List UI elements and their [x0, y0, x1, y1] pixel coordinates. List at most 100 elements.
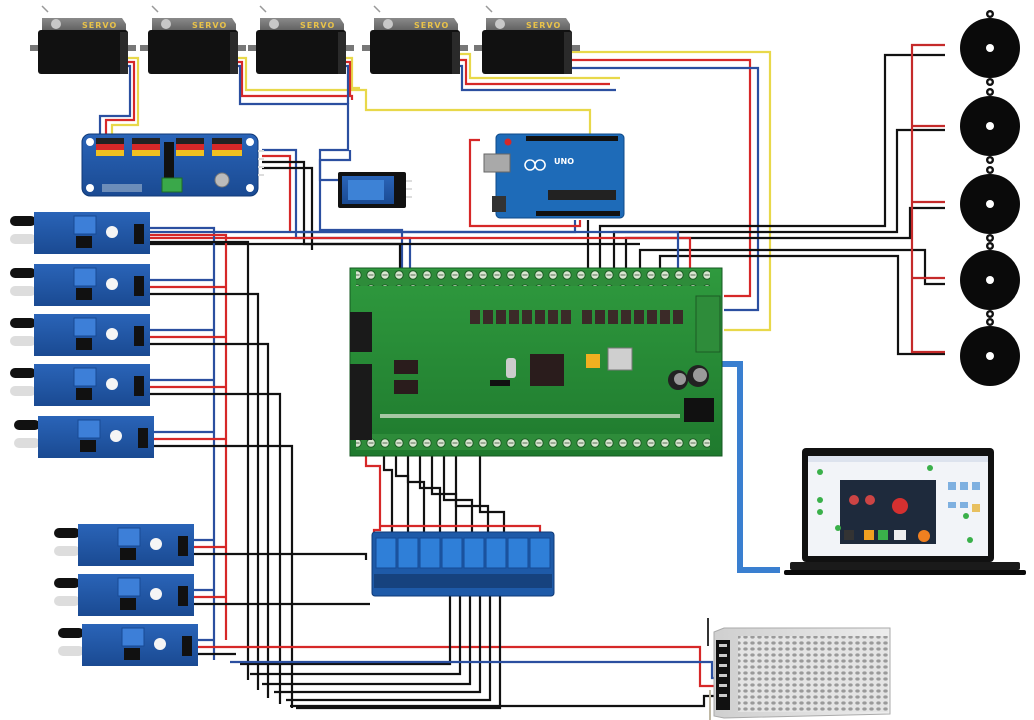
- ir-sensor-6[interactable]: [54, 524, 194, 566]
- ir-sensor-2[interactable]: [10, 264, 150, 306]
- yellow-jumper: [586, 354, 600, 368]
- ir-sensor-4[interactable]: [10, 364, 150, 406]
- ir-sensor-8[interactable]: [58, 624, 198, 666]
- servo-label: SERVO: [82, 21, 117, 30]
- wire-ir1-red: [146, 233, 228, 640]
- wire-servo4-power: [456, 58, 610, 86]
- servo-2[interactable]: SERVO: [140, 5, 246, 74]
- wire-relay-out-3: [262, 596, 472, 686]
- wire-ir6-black: [190, 552, 368, 560]
- wire-servo5-power: [568, 58, 752, 298]
- wire-servo5-ground: [568, 66, 760, 312]
- wire-buzzer-common-power: [910, 43, 945, 354]
- relay-blocks: [375, 537, 551, 569]
- wire-ctrl-buzzer-5: [658, 254, 945, 356]
- psu-vent-grille: [738, 636, 888, 712]
- top-terminal-strip: [356, 270, 710, 286]
- servo-label: SERVO: [526, 21, 561, 30]
- wire-ctrl-relay-power: [364, 454, 382, 536]
- wire-ir2-black: [146, 292, 260, 690]
- servo-row: SERVO SERVO SERVO SERVO: [30, 5, 580, 74]
- wires-layer: [98, 43, 945, 710]
- wire-relay-out-5: [286, 596, 492, 702]
- wire-ctrl-buzzer-4: [638, 248, 945, 286]
- wire-servo5-signal: [568, 50, 772, 332]
- wire-servo2-power: [238, 60, 354, 100]
- wire-ir1-black: [146, 240, 250, 680]
- servo-header-group-1: [96, 138, 124, 156]
- atmega-chip: [548, 190, 616, 200]
- wire-ctrl-buzzer-1: [598, 53, 945, 272]
- dc-power-jack: [684, 398, 714, 422]
- buzzer-2[interactable]: [960, 88, 1020, 164]
- wire-relay-out-1: [240, 596, 452, 666]
- ir-sensor-5[interactable]: [14, 416, 154, 458]
- ir-sensor-1[interactable]: [10, 212, 150, 254]
- wire-servo2-ground: [238, 64, 404, 270]
- laptop-base: [790, 562, 1020, 570]
- buzzer-5[interactable]: [960, 318, 1020, 386]
- ir-sensor-7[interactable]: [54, 574, 194, 616]
- wire-ctrl-buzzer-3: [624, 206, 945, 272]
- usb-b-port: [483, 153, 511, 173]
- hmi-toolbox: [948, 482, 980, 512]
- output-optocouplers-left: [470, 310, 571, 324]
- driver-power-terminal: [161, 177, 183, 193]
- driver-side-pins: [258, 150, 264, 176]
- single-relay-module[interactable]: [338, 172, 412, 208]
- servo-driver-board[interactable]: [81, 133, 264, 197]
- arduino-uno-board[interactable]: UNO: [483, 133, 625, 219]
- wire-relay-out-2: [250, 596, 462, 676]
- driver-capacitor: [214, 172, 230, 188]
- idc-header-top: [350, 312, 372, 352]
- wire-ctrl-relay-1: [382, 454, 394, 536]
- laptop[interactable]: [784, 448, 1026, 575]
- servo-3[interactable]: SERVO: [248, 5, 354, 74]
- dc-jack: [492, 196, 506, 212]
- servo-1[interactable]: SERVO: [30, 5, 136, 74]
- psu-terminal-screws: [719, 644, 727, 697]
- wire-sensor-bus-red: [150, 236, 692, 272]
- buzzer-1[interactable]: [960, 10, 1020, 86]
- wire-servo2-signal: [238, 56, 592, 138]
- wire-ctrl-relay-4: [418, 454, 442, 536]
- bottom-terminal-strip: [356, 434, 710, 450]
- mcu-chip: [530, 354, 564, 386]
- wire-servo4-signal: [456, 52, 620, 80]
- wire-ctrl-relay-6: [442, 454, 474, 536]
- wire-ir8-red: [194, 645, 716, 688]
- wire-driver-ground-2: [262, 166, 314, 250]
- servo-label: SERVO: [300, 21, 335, 30]
- wire-servo3-signal: [345, 56, 360, 90]
- wire-ctrl-relay-3: [406, 454, 426, 536]
- wire-servo1-ground: [98, 64, 132, 138]
- wire-sensor-bus-blue: [150, 230, 680, 272]
- servo-label: SERVO: [192, 21, 227, 30]
- idc-header-bottom: [350, 364, 372, 440]
- driver-ics: [394, 360, 418, 394]
- wire-single-relay-data: [318, 150, 352, 182]
- ir-sensor-3[interactable]: [10, 314, 150, 356]
- header-pins: [490, 380, 510, 386]
- crystal: [506, 358, 516, 378]
- input-components-row: [380, 414, 680, 418]
- wire-driver-power: [262, 154, 292, 232]
- wire-relay-out-4: [274, 596, 482, 694]
- output-optocouplers-right: [582, 310, 683, 324]
- wire-ir4-black: [146, 392, 282, 704]
- io-controller-board[interactable]: [349, 267, 723, 457]
- relay-8ch-board[interactable]: [371, 531, 555, 597]
- buzzer-3[interactable]: [960, 166, 1020, 242]
- usb-port: [607, 347, 633, 371]
- buzzer-4[interactable]: [960, 242, 1020, 318]
- power-supply-unit[interactable]: [713, 627, 891, 719]
- servo-5[interactable]: SERVO: [474, 5, 580, 74]
- arduino-logo-text: UNO: [554, 157, 574, 166]
- servo-4[interactable]: SERVO: [362, 5, 468, 74]
- buzzer-column: [960, 10, 1020, 386]
- hmi-help-markers: [817, 465, 973, 543]
- servo-header-group-2: [132, 138, 160, 156]
- electrolytic-capacitors: [668, 365, 709, 390]
